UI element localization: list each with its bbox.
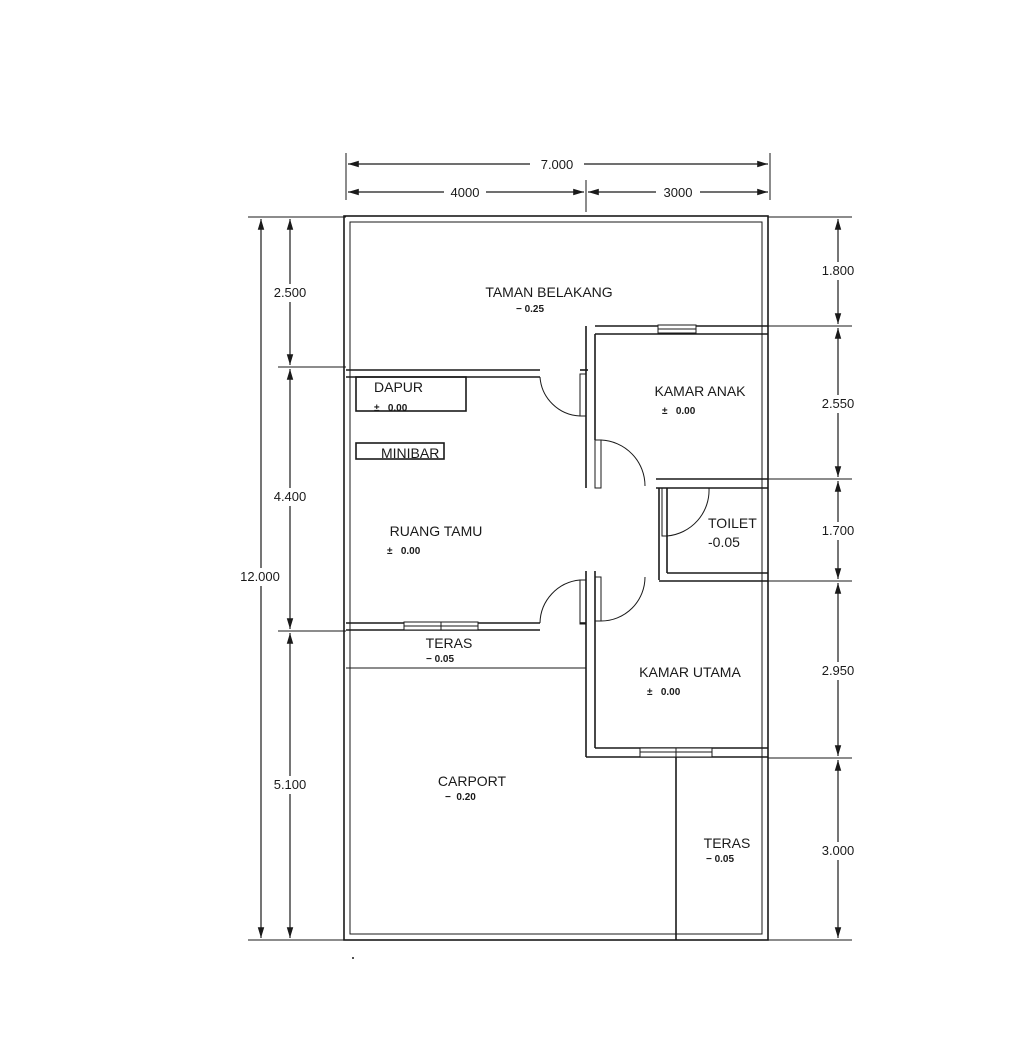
right-label-3: 1.700 [822,523,855,538]
kamar-utama-door [594,576,646,622]
walls [343,215,769,941]
room-name-teras-side: TERAS [704,835,751,851]
total-depth-label: 12.000 [240,569,280,584]
stray-dot [352,957,354,959]
room-level-teras-side: − 0.05 [706,854,735,865]
room-level-carport: − 0.20 [445,792,476,803]
right-dimensions: 1.800 2.550 1.700 2.950 3.000 [768,216,860,941]
room-level-taman-belakang: − 0.25 [516,304,545,315]
right-label-4: 2.950 [822,663,855,678]
outer-boundary [343,215,769,941]
right-label-2: 2.550 [822,396,855,411]
room-name-taman-belakang: TAMAN BELAKANG [485,284,612,300]
kitchen-door [539,373,587,417]
doors [539,373,710,625]
toilet-door [661,487,710,537]
room-level-kamar-utama: ± 0.00 [647,687,681,698]
room-name-kamar-anak: KAMAR ANAK [654,383,746,399]
room-name-kamar-utama: KAMAR UTAMA [639,664,741,680]
room-name-minibar: MINIBAR [381,445,439,461]
room-name-toilet: TOILET [708,515,757,531]
room-name-carport: CARPORT [438,773,507,789]
room-level-teras-front: − 0.05 [426,654,455,665]
room-level-ruang-tamu: ± 0.00 [387,546,421,557]
right-width-label: 3000 [664,185,693,200]
total-width-label: 7.000 [541,157,574,172]
front-door [539,579,587,625]
room-level-dapur: ± 0.00 [374,403,408,414]
minibar-counter [355,442,445,460]
right-label-5: 3.000 [822,843,855,858]
room-level-toilet: -0.05 [708,534,740,550]
left-dimensions: 12.000 2.500 4.400 5.100 [234,216,346,941]
kamar-anak-door [594,439,646,489]
depth-label-1: 2.500 [274,285,307,300]
left-width-label: 4000 [451,185,480,200]
room-level-kamar-anak: ± 0.00 [662,406,696,417]
windows [403,324,713,758]
depth-label-3: 5.100 [274,777,307,792]
kitchen-counter [355,376,467,412]
right-label-1: 1.800 [822,263,855,278]
top-dimensions: 7.000 4000 3000 [345,153,771,212]
room-name-dapur: DAPUR [374,379,423,395]
depth-label-2: 4.400 [274,489,307,504]
room-name-teras-front: TERAS [426,635,473,651]
room-name-ruang-tamu: RUANG TAMU [390,523,483,539]
